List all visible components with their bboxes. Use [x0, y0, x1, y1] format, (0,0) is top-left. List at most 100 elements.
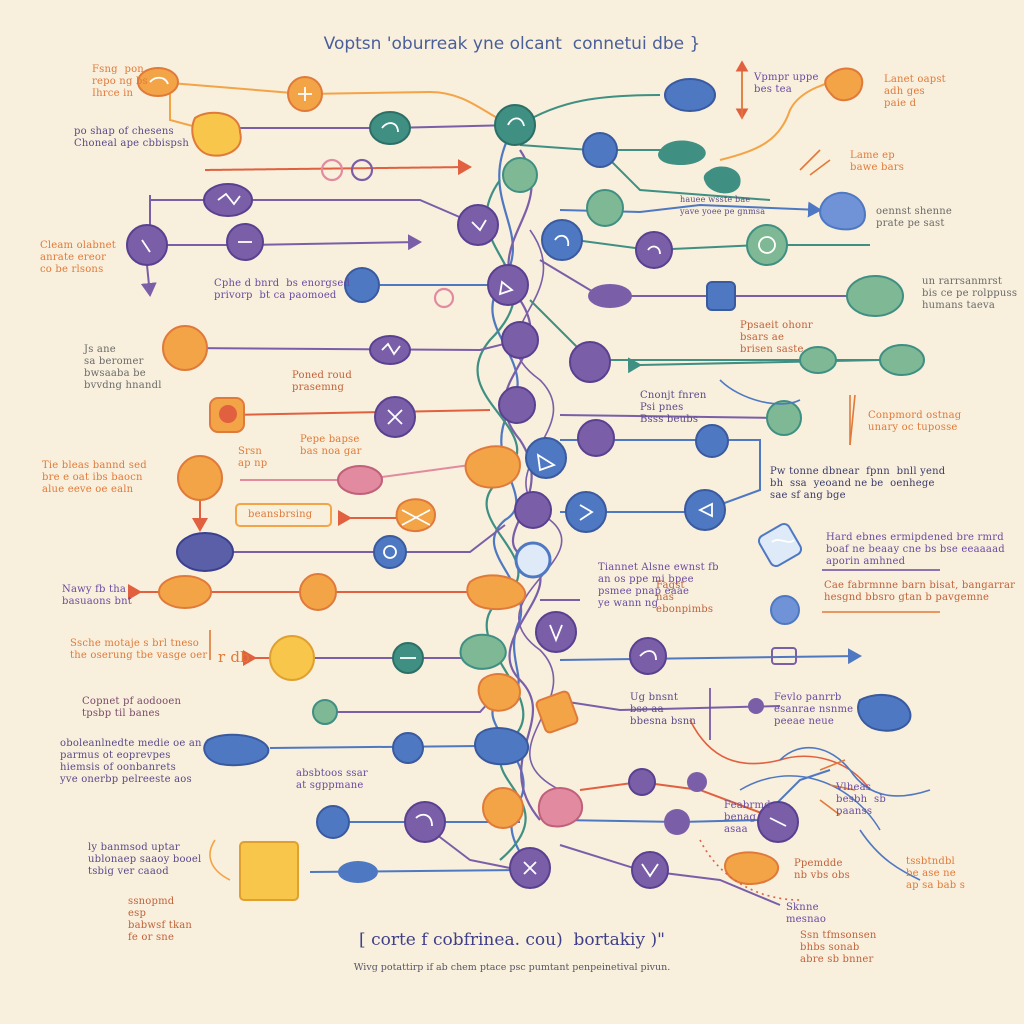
node-blue-8 [684, 489, 726, 531]
annotation-label: Fevlo panrrb esanrae nsnme peeae neue [774, 692, 854, 727]
node-glyphs [141, 76, 795, 878]
node-purple-20 [404, 801, 446, 843]
node-green-2 [746, 224, 788, 266]
node-purple-21 [664, 809, 690, 835]
node-blue-10 [770, 595, 800, 625]
annotation-label: un rarrsanmrst bis ce pe rolppuss humans… [922, 276, 1018, 311]
node-purple-24 [631, 851, 669, 889]
annotation-label: Cae fabrmnne barn bisat, bangarrar hesgn… [824, 580, 1016, 603]
diagram-title: Voptsn 'oburreak yne olcant connetui dbe… [323, 34, 701, 54]
node-yellow-cube [239, 841, 299, 901]
node-purple-hub [457, 204, 499, 246]
node-orange-9 [477, 673, 522, 712]
diagram-caption: Wivg potattirp if ab chem ptace psc pumt… [353, 962, 671, 973]
annotation-label: Srsn ap np [238, 446, 268, 469]
node-blue-3 [819, 191, 867, 231]
node-purple-9 [569, 341, 611, 383]
node-pink-1 [433, 287, 455, 309]
annotation-label: Ug bnsnt bse aa bbesna bsnn [630, 692, 697, 727]
annotation-label: Fsng pon repo ng bs Ihrce in [92, 64, 148, 99]
node-orange-7 [299, 573, 337, 611]
node-green-6 [766, 400, 802, 436]
annotation-label: ssnopmd esp babwsf tkan fe or sne [128, 896, 193, 943]
node-blue-hub [541, 219, 583, 261]
annotation-label: Lanet oapst adh ges paie d [884, 74, 946, 109]
node-green-5 [879, 344, 925, 376]
node-blue-5 [695, 424, 729, 458]
node-orange-11 [724, 851, 780, 885]
annotation-label: Sknne mesnao [786, 902, 827, 925]
node-label-box [235, 503, 332, 527]
node-green-7 [312, 699, 338, 725]
node-blue-hub-2 [474, 727, 530, 766]
node-green-1 [502, 157, 538, 193]
annotation-label: Cleam olabnet anrate ereor co be rlsons [40, 240, 116, 275]
annotation-label: beansbrsing [248, 509, 313, 520]
node-orange-hub [464, 445, 522, 489]
node-yellow-blob [191, 111, 242, 157]
node-purple-2 [126, 224, 168, 266]
node-teal-blob [658, 140, 706, 166]
node-blue-4 [344, 267, 380, 303]
annotation-label: oennst shenne prate pe sast [876, 206, 953, 229]
node-pink-3 [537, 786, 584, 828]
node-purple-11 [498, 386, 536, 424]
annotation-label: Nawy fb tha basuaons bnt [62, 584, 132, 607]
node-blue-9 [373, 535, 407, 569]
node-green-4 [799, 346, 837, 374]
node-purple-5 [487, 264, 529, 306]
annotation-label: Pepe bapse bas noa gar [300, 434, 362, 457]
annotation-label: oboleanlnedte medie oe an parmus ot eopr… [60, 738, 202, 785]
node-purple-1 [203, 183, 253, 217]
node-purple-13 [514, 491, 552, 529]
annotation-label: Copnet pf aodooen tpsbp til banes [82, 696, 182, 719]
diagram-subtitle: [ corte f cobfrinea. cou) bortakiy )" [359, 930, 665, 950]
node-orange-8 [466, 574, 527, 611]
node-chain-2 [350, 158, 374, 182]
annotation-label: Poned roud prasemng [292, 370, 352, 393]
node-pink-2 [337, 465, 383, 495]
annotation-label: Ssche motaje s brl tneso the oserung tbe… [70, 638, 208, 661]
annotation-label: Pw tonne dbnear fpnn bnll yend bh ssa ye… [770, 466, 946, 501]
node-blue-top [664, 78, 716, 112]
node-teal-2 [586, 189, 624, 227]
node-orange-flower [824, 67, 864, 102]
node-purple-19 [687, 772, 707, 792]
annotation-label: Lame ep bawe bars [850, 150, 905, 173]
annotation-label: Conpmord ostnag unary oc tuposse [868, 410, 962, 433]
node-orange-10 [482, 787, 524, 829]
node-blue-square [706, 281, 736, 311]
annotation-label: Ppsaeit ohonr bsars ae brisen saste [740, 320, 813, 355]
annotation-label: po shap of chesens Choneal ape cbbispsh [74, 126, 189, 149]
node-orange-5 [395, 498, 437, 533]
node-orange-top [137, 67, 179, 97]
node-purple-7 [369, 335, 411, 365]
node-blue-2 [582, 132, 618, 168]
annotation-label: Feabrmd benag asaa [724, 800, 771, 835]
node-purple-12 [577, 419, 615, 457]
annotation-label: hauee wsste bae yave yoee pe gnmsa [680, 195, 766, 216]
node-purple-4 [635, 231, 673, 269]
node-chain-1 [320, 158, 344, 182]
annotation-label: tssbtndbl be ase ne ap sa bab s [906, 856, 966, 891]
annotation-label: Fagst nas ebonpimbs [656, 580, 714, 615]
node-purple-16 [629, 637, 667, 675]
annotation-label: Vpmpr uppe bes tea [754, 72, 819, 95]
node-orange-3 [162, 325, 208, 371]
annotation-label: Tie bleas bannd sed bre e oat ibs baocn … [42, 460, 147, 495]
annotation-label: Vlheas besbh sb paanss [836, 782, 886, 817]
node-blue-blob [203, 733, 270, 767]
node-orange-diamond [535, 690, 579, 734]
annotation-label: Ppemdde nb vbs obs [794, 858, 850, 881]
node-yellow-1 [269, 635, 315, 681]
node-purple-15 [535, 611, 577, 653]
node-blue-11 [392, 732, 424, 764]
node-blue-7 [565, 491, 607, 533]
node-purple-18 [628, 768, 656, 796]
node-blue-diamond [757, 522, 803, 568]
annotation-label: Tiannet Alsne ewnst fb an os ppe mi bpee… [598, 562, 719, 609]
node-teal-hub [494, 104, 536, 146]
annotation-label: Cnonjt fnren Psi pnes Bsss beubs [640, 390, 707, 425]
node-orange-6 [158, 575, 212, 609]
node-blue-12 [316, 805, 350, 839]
